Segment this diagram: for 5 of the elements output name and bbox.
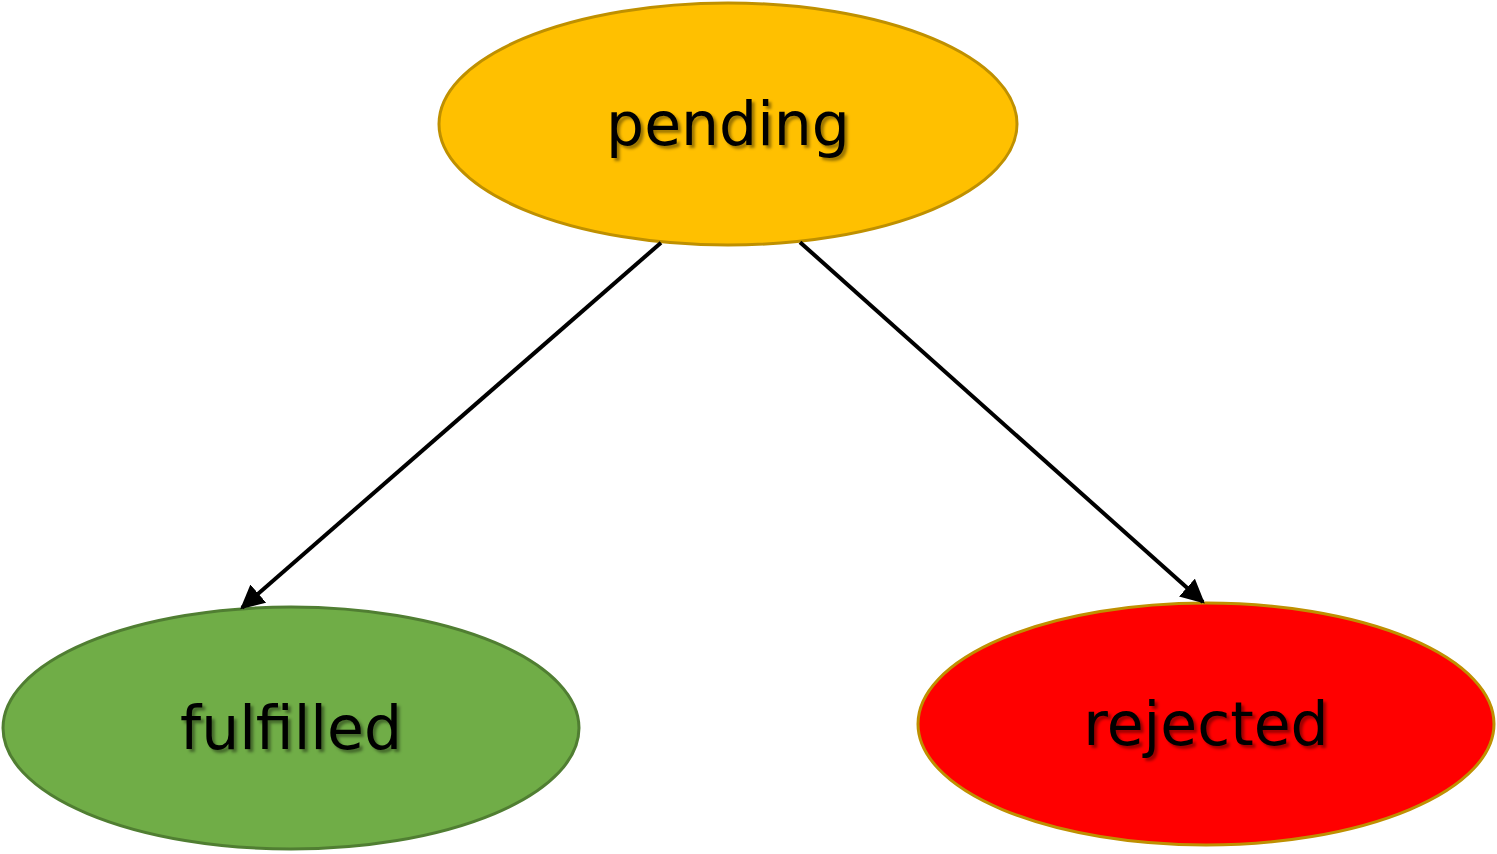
state-label: rejected	[1083, 689, 1329, 759]
state-label: fulfilled	[180, 693, 402, 763]
arrow	[240, 241, 663, 610]
arrow	[798, 240, 1205, 604]
state-label: pending	[606, 89, 850, 159]
